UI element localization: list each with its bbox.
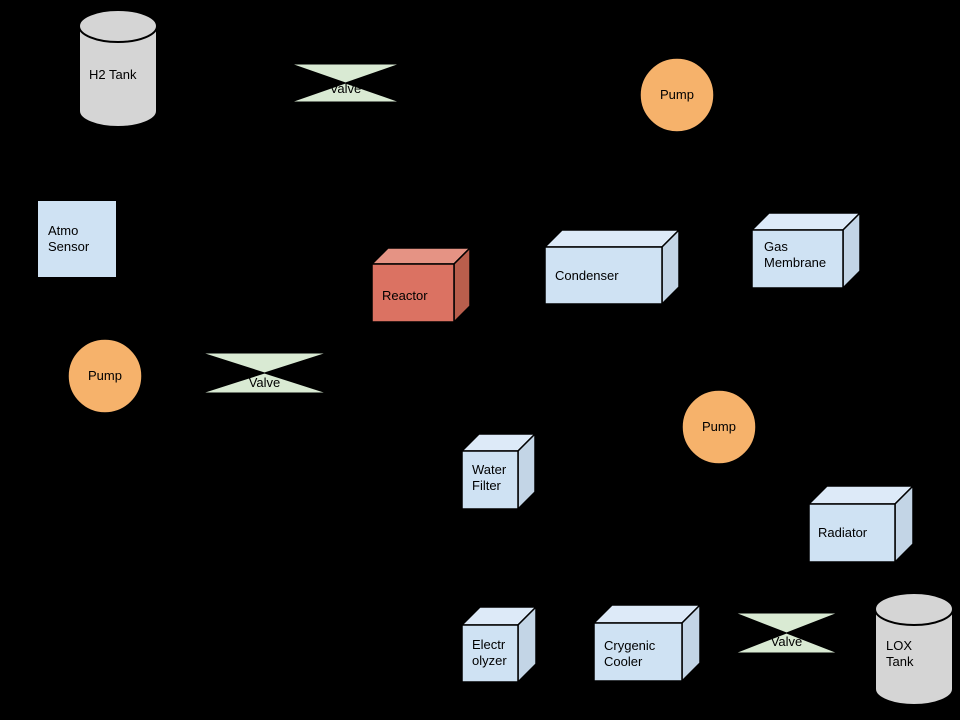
node-electrolyzer[interactable] — [461, 606, 537, 683]
node-crygenic-cooler[interactable] — [593, 604, 701, 682]
node-water-filter[interactable] — [461, 433, 536, 510]
node-h2-tank[interactable] — [78, 9, 158, 128]
node-lox-tank[interactable] — [874, 592, 954, 706]
node-gas-membrane[interactable] — [751, 212, 861, 289]
node-valve-3[interactable] — [734, 612, 839, 654]
node-reactor[interactable] — [371, 247, 471, 323]
node-pump-2[interactable] — [67, 338, 143, 414]
node-atmo-sensor[interactable] — [38, 201, 116, 277]
node-pump-3[interactable] — [681, 389, 757, 465]
node-valve-1[interactable] — [290, 63, 401, 103]
node-condenser[interactable] — [544, 229, 680, 305]
node-valve-2[interactable] — [201, 352, 328, 394]
node-radiator[interactable] — [808, 485, 914, 563]
node-pump-1[interactable] — [639, 57, 715, 133]
